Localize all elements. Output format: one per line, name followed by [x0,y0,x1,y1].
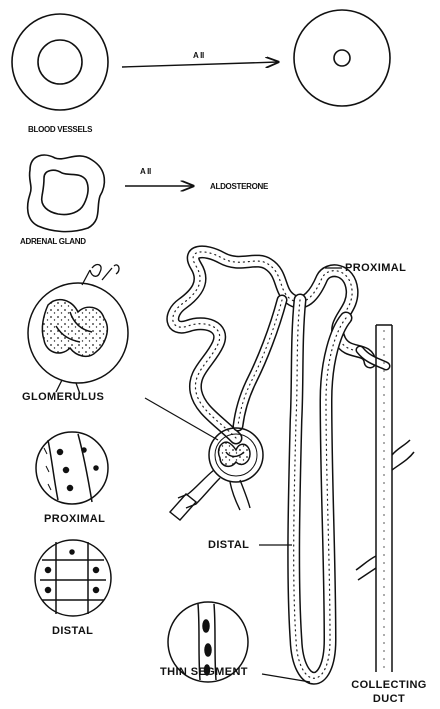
distal-tubule-inset [35,540,111,616]
blood-vessel-thick [12,14,108,110]
collecting-duct-label-1: COLLECTING [344,680,434,691]
inset-proximal-label: PROXIMAL [44,514,105,525]
arrow-a2-vessels [122,62,278,67]
inset-distal-label: DISTAL [52,626,93,637]
glomerulus-label: GLOMERULUS [22,392,104,403]
proximal-tubule-inset [36,432,108,504]
glomerulus-inset [28,265,128,394]
arterioles [170,470,250,520]
adrenal-gland-shape [28,155,105,232]
blood-vessel-constricted [294,10,390,106]
collecting-duct [356,325,414,672]
thin-segment-label: THIN SEGMENT [160,667,248,678]
aldosterone-label: ALDOSTERONE [210,183,268,191]
nephron-distal-label: DISTAL [208,540,249,551]
arrow1-label: A II [193,52,204,60]
nephron-tubule [173,252,386,678]
collecting-duct-label-2: DUCT [344,694,434,705]
nephron-proximal-label: PROXIMAL [345,263,406,274]
blood-vessels-label: BLOOD VESSELS [28,126,92,134]
adrenal-gland-label: ADRENAL GLAND [20,238,86,246]
arrow2-label: A II [140,168,151,176]
